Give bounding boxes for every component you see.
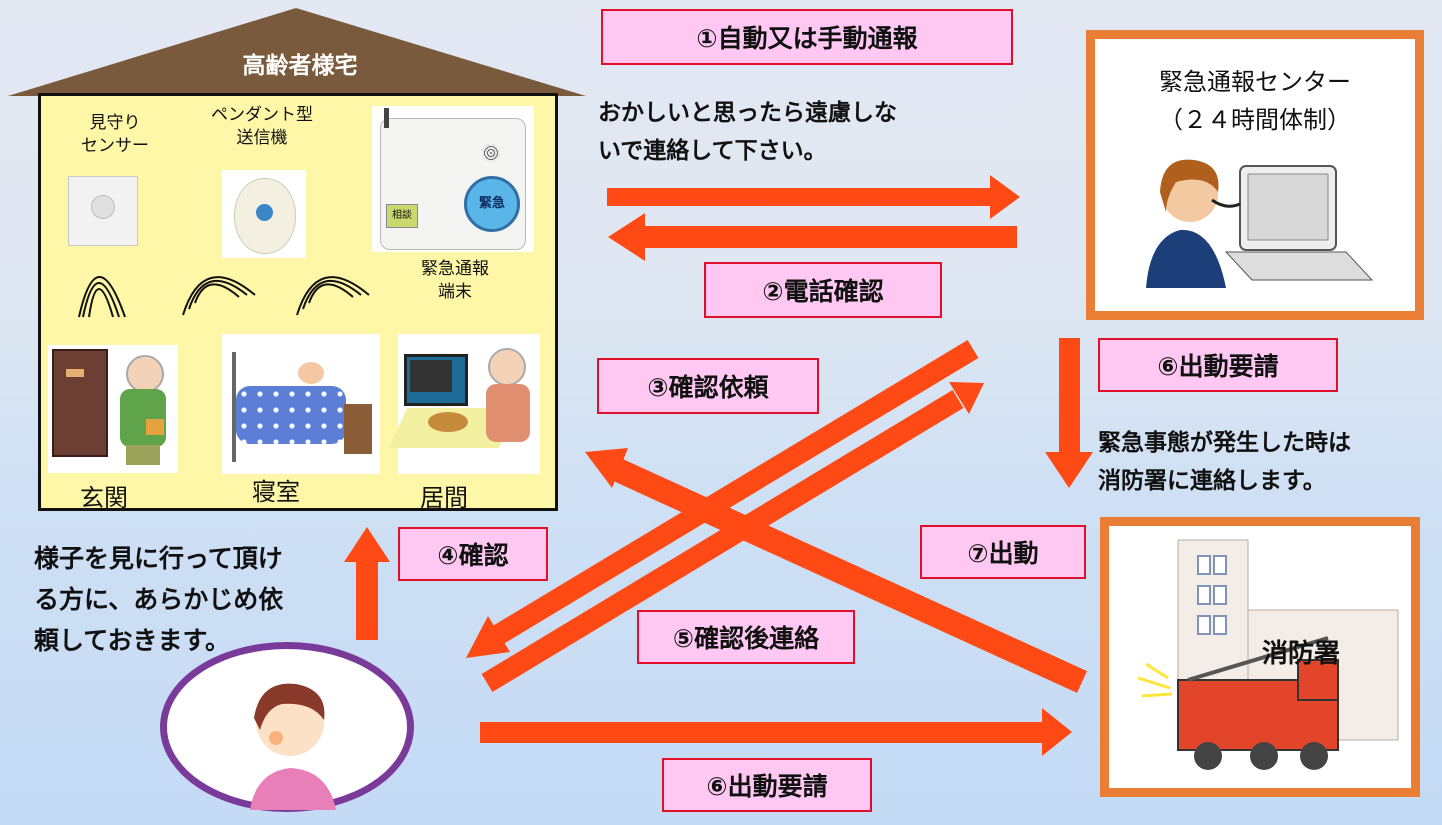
terminal-label: 緊急通報 端末 xyxy=(421,259,489,302)
step7-label: ⑦出動 xyxy=(920,525,1086,579)
arrow-phone-confirm xyxy=(608,213,1017,261)
arrow-dispatch-head xyxy=(585,448,628,488)
sensor-icon xyxy=(68,176,138,246)
step3-label: ③確認依頼 xyxy=(597,358,819,414)
operator-illustration xyxy=(1146,159,1374,288)
pendant-label: ペンダント型 送信機 xyxy=(211,105,313,148)
emergency-terminal-icon: 相談 緊急 xyxy=(372,106,534,252)
arrow-dispatch-shaft xyxy=(613,459,1087,693)
sensor-label: 見守り センサー xyxy=(81,113,149,156)
wireless-signal-icons xyxy=(78,276,370,318)
room-entrance: 玄関 xyxy=(80,484,128,512)
step6-label-right: ⑥出動要請 xyxy=(1098,338,1338,392)
fire-station-name: 消防署 xyxy=(1262,639,1341,669)
arrow-after-confirm-shaft xyxy=(481,390,964,692)
center-name: 緊急通報センター xyxy=(1159,68,1351,96)
arrow-dispatch-request-down xyxy=(1045,338,1093,488)
living-room-illustration xyxy=(388,334,540,474)
center-hours: （２４時間体制） xyxy=(1159,106,1351,134)
arrow-after-confirm-head xyxy=(949,382,984,414)
arrow-dispatch-request-bottom xyxy=(480,708,1072,756)
step4-label: ④確認 xyxy=(398,527,548,581)
fire-station-illustration xyxy=(1137,539,1399,770)
call-instruction-note: おかしいと思ったら遠慮しな いで連絡して下さい。 xyxy=(598,100,897,164)
step1-label: ①自動又は手動通報 xyxy=(601,9,1013,65)
room-bedroom: 寝室 xyxy=(252,478,300,506)
emergency-note: 緊急事態が発生した時は 消防署に連絡します。 xyxy=(1098,430,1351,494)
arrow-confirm-request-shaft xyxy=(492,340,979,644)
step6-label-bottom: ⑥出動要請 xyxy=(662,758,872,812)
arrow-confirm-request-head xyxy=(466,616,510,658)
pendant-icon xyxy=(222,170,306,258)
arrow-auto-report xyxy=(607,175,1020,219)
arrow-confirm-up xyxy=(344,527,390,640)
entrance-illustration xyxy=(48,345,178,473)
room-living: 居間 xyxy=(420,484,468,512)
house-title: 高齢者様宅 xyxy=(242,53,358,79)
neighbor-woman-illustration xyxy=(250,683,336,810)
step5-label: ⑤確認後連絡 xyxy=(637,610,855,664)
step2-label: ②電話確認 xyxy=(704,262,942,318)
neighbor-request-note: 様子を見に行って頂け る方に、あらかじめ依 頼しておきます。 xyxy=(34,544,284,655)
house-roof xyxy=(8,8,586,96)
bedroom-illustration xyxy=(222,334,380,474)
